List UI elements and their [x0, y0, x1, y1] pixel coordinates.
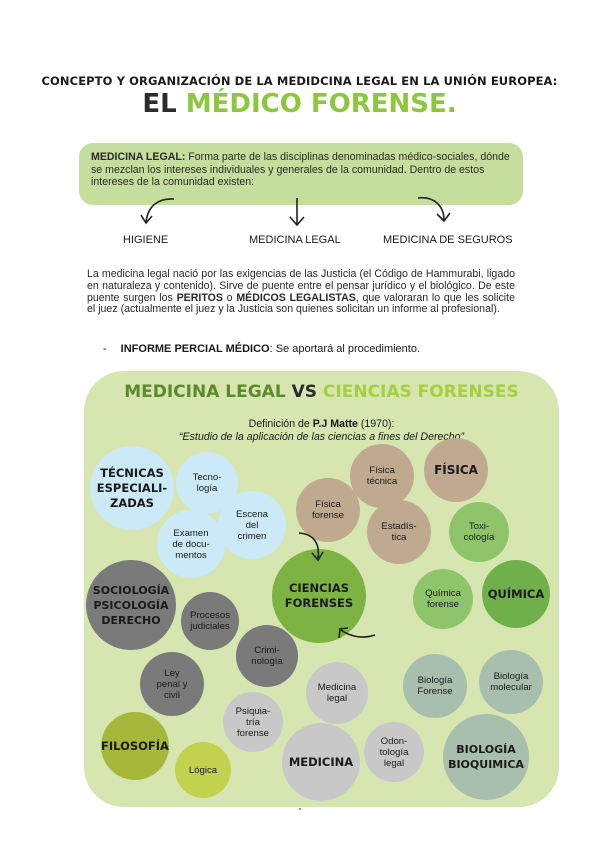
definition-box: MEDICINA LEGAL: Forma parte de las disci… — [79, 143, 523, 205]
bubble-ciencias-forenses: CIENCIAS FORENSES — [272, 549, 366, 643]
bubble-label: BIOLOGÍA BIOQUIMICA — [448, 743, 524, 771]
bubble-quimica: QUÍMICA — [482, 560, 550, 628]
paragraph-bold-medicos-legalistas: MÉDICOS LEGALISTAS — [236, 291, 356, 304]
intro-paragraph: La medicina legal nació por las exigenci… — [87, 268, 515, 316]
bubble-escena-del-crimen: Escena del crimen — [218, 491, 286, 559]
bullet-text: : Se aportará al procedimiento. — [269, 343, 421, 355]
bubble-label: Tecno- logía — [192, 472, 222, 494]
bubble-label: Odon- tología legal — [379, 735, 409, 769]
bubble-label: Crimi- nología — [251, 645, 283, 667]
bubble-ley-penal-civil: Ley penal y civil — [140, 652, 204, 716]
bubble-label: FILOSOFÍA — [101, 739, 169, 753]
bubble-filosofia: FILOSOFÍA — [101, 712, 169, 780]
bubble-procesos-judiciales: Procesos judiciales — [181, 592, 239, 650]
arrow-left-icon — [140, 198, 175, 225]
panel-quote: “Estudio de la aplicación de las ciencia… — [178, 431, 464, 443]
bubble-label: Procesos judiciales — [190, 610, 230, 632]
definition-prefix: Definición de — [248, 418, 313, 430]
bubble-label: Toxi- cología — [463, 521, 495, 543]
bullet-informe: - INFORME PERCIAL MÉDICO: Se aportará al … — [103, 343, 420, 355]
panel-title: MEDICINA LEGAL VS CIENCIAS FORENSES — [84, 382, 559, 402]
bubble-quimica-forense: Química forense — [413, 569, 473, 629]
panel-title-vs: VS — [291, 382, 323, 402]
bubble-label: QUÍMICA — [487, 587, 545, 601]
paragraph-bold-peritos: PERITOS — [176, 291, 223, 304]
paragraph-text-2: o — [222, 291, 237, 304]
bubble-tecnicas-especializadas: TÉCNICAS ESPECIALI- ZADAS — [90, 446, 174, 530]
definition-author: P.J Matte — [312, 418, 358, 430]
bubble-biologia-bioquimica: BIOLOGÍA BIOQUIMICA — [443, 714, 529, 800]
panel-title-medicina-legal: MEDICINA LEGAL — [124, 382, 292, 402]
bubble-tecnologia: Tecno- logía — [176, 452, 238, 514]
bubble-medicina: MEDICINA — [282, 723, 360, 801]
bubble-label: Estadís- tica — [381, 521, 417, 543]
bubble-criminologia: Crimi- nología — [236, 625, 298, 687]
bubble-label: CIENCIAS FORENSES — [284, 581, 354, 610]
title-part-el: EL — [142, 89, 186, 119]
bullet-dash: - — [103, 343, 107, 355]
bubble-label: SOCIOLOGÍA PSICOLOGÍA DERECHO — [92, 583, 170, 627]
definition-term: MEDICINA LEGAL: — [91, 151, 186, 163]
bubble-biologia-molecular: Biología molecular — [479, 650, 543, 714]
bubble-label: Examen de docu- mentos — [172, 527, 210, 561]
bubble-medicina-legal: Medicina legal — [306, 662, 368, 724]
definition-text: Forma parte de las disciplinas denominad… — [91, 151, 510, 188]
bubble-toxicologia: Toxi- cología — [449, 502, 509, 562]
paragraph-text-3: , que valoraran lo que les solicite el j… — [87, 291, 515, 316]
title-part-medico-forense: MÉDICO FORENSE. — [185, 89, 457, 119]
branch-medicina-legal: MEDICINA LEGAL — [249, 234, 341, 246]
bubble-estadistica: Estadís- tica — [367, 500, 431, 564]
bubble-label: Biología Forense — [417, 675, 453, 697]
bubble-label: Física forense — [312, 499, 344, 521]
bubble-label: Psiquia- tría forense — [235, 705, 271, 739]
bubble-label: Física técnica — [366, 465, 398, 487]
bubble-logica: Lógica — [175, 742, 231, 798]
arrow-down-icon — [289, 198, 305, 227]
bubble-fisica-forense: Física forense — [296, 478, 360, 542]
bubble-fisica: FÍSICA — [424, 438, 488, 502]
bubble-label: MEDICINA — [288, 755, 354, 769]
bubble-sociologia-psicologia-derecho: SOCIOLOGÍA PSICOLOGÍA DERECHO — [86, 560, 176, 650]
page-marker — [299, 808, 301, 810]
document-title: EL MÉDICO FORENSE. — [0, 89, 599, 119]
bubble-label: TÉCNICAS ESPECIALI- ZADAS — [96, 465, 168, 510]
paragraph-text-1: La medicina legal nació por las exigenci… — [87, 268, 515, 304]
bubble-biologia-forense: Biología Forense — [403, 654, 467, 718]
panel-title-ciencias-forenses: CIENCIAS FORENSES — [322, 382, 519, 402]
bubble-label: Escena del crimen — [236, 508, 268, 542]
bubble-odontologia-legal: Odon- tología legal — [364, 722, 424, 782]
bubble-fisica-tecnica: Física técnica — [350, 444, 414, 508]
definition-year: (1970): — [357, 418, 395, 430]
bubble-label: Química forense — [425, 588, 461, 610]
bubble-label: FÍSICA — [434, 463, 478, 477]
branch-medicina-de-seguros: MEDICINA DE SEGUROS — [383, 234, 513, 246]
arrow-right-icon — [417, 196, 451, 223]
bubble-label: Biología molecular — [490, 671, 532, 693]
document-supertitle: CONCEPTO Y ORGANIZACIÓN DE LA MEDIDCINA … — [41, 74, 558, 88]
bubble-label: Medicina legal — [317, 682, 357, 704]
branch-higiene: HIGIENE — [123, 234, 169, 246]
bubble-label: Lógica — [188, 764, 218, 776]
bubble-psiquiatria-forense: Psiquia- tría forense — [223, 692, 283, 752]
curved-arrow-down-icon — [298, 532, 324, 562]
bullet-bold: INFORME PERCIAL MÉDICO — [120, 343, 270, 355]
bubble-examen-de-documentos: Examen de docu- mentos — [157, 510, 225, 578]
curved-arrow-up-icon — [338, 627, 376, 639]
bubble-label: Ley penal y civil — [156, 667, 188, 701]
panel-definition: Definición de P.J Matte (1970): — [84, 418, 559, 430]
